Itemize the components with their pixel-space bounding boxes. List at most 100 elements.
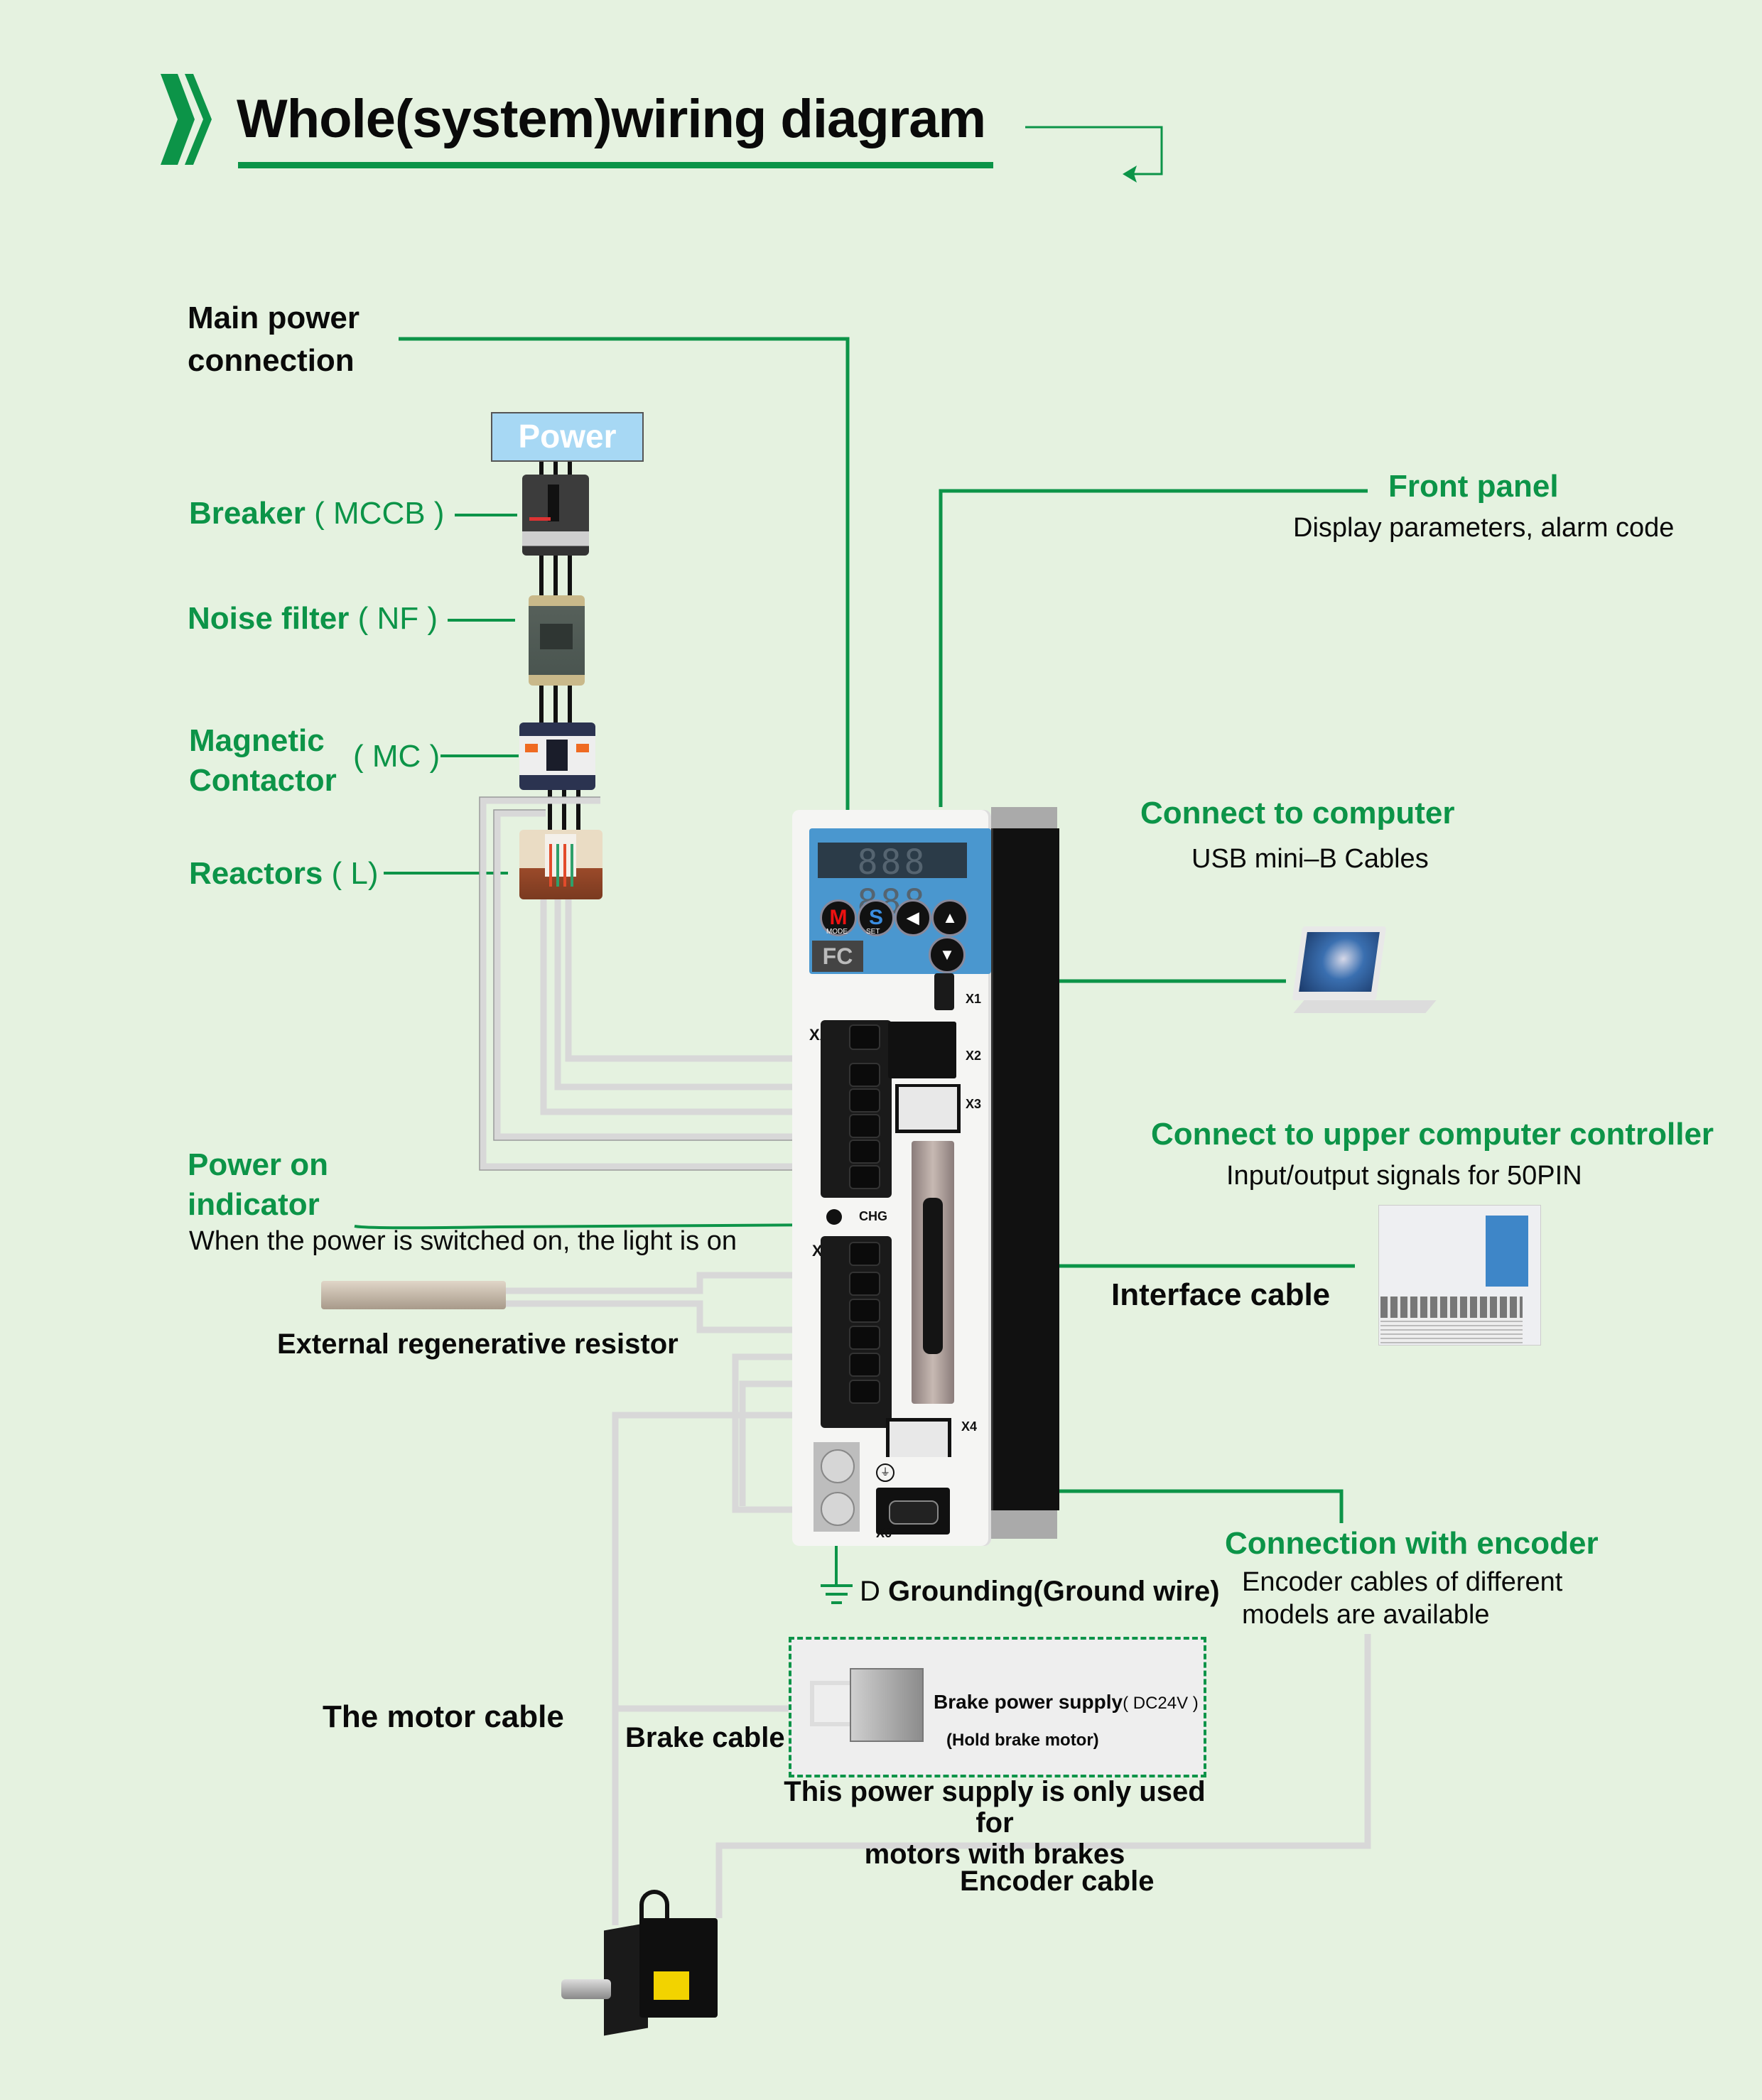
motor-cable-label: The motor cable	[323, 1699, 564, 1734]
set-button-sub: SET	[866, 928, 880, 936]
encoder-desc-line1: Encoder cables of different	[1242, 1567, 1563, 1597]
down-arrow-icon: ▼	[939, 946, 955, 963]
encoder-cable	[715, 1634, 1371, 1918]
front-panel-title: Front panel	[1388, 469, 1559, 504]
brake-note: This power supply is only used for motor…	[782, 1776, 1208, 1870]
noise-filter-name: Noise filter	[188, 601, 350, 636]
laptop-image	[1285, 926, 1437, 1019]
down-arrow-button[interactable]: ▼	[929, 936, 966, 973]
x1-label: X1	[966, 992, 982, 1006]
motor-wires	[612, 1353, 817, 1925]
xb-slot	[849, 1299, 880, 1323]
brake-supply-voltage: ( DC24V )	[1123, 1694, 1199, 1713]
noise-filter-code: ( NF )	[357, 601, 438, 636]
xa-slot	[849, 1114, 880, 1138]
breaker-image	[522, 475, 589, 556]
grounding-label: D Grounding(Ground wire)	[860, 1576, 1220, 1608]
brake-note-line1: This power supply is only used for	[784, 1776, 1206, 1839]
encoder-cable-label: Encoder cable	[960, 1866, 1155, 1897]
front-panel: 888 888 M MODE S SET ◀ ▲ ▼ FC	[809, 828, 991, 974]
noise-filter-image	[529, 595, 585, 686]
heatsink-bottom	[991, 1510, 1057, 1539]
regenerative-resistor-image	[321, 1281, 506, 1309]
x2-port[interactable]	[888, 1022, 956, 1078]
contactor-name-line1: Magnetic	[189, 723, 325, 758]
x1-usb-port[interactable]	[934, 973, 954, 1010]
xa-slot	[849, 1063, 880, 1087]
xb-slot	[849, 1242, 880, 1266]
plc-image	[1378, 1205, 1541, 1346]
interface-cable-label: Interface cable	[1111, 1277, 1331, 1312]
contactor-image	[519, 722, 595, 790]
reactor-image	[519, 830, 602, 899]
page-title: Whole(system)wiring diagram	[237, 89, 986, 149]
brake-connector-bracket	[810, 1681, 850, 1726]
xb-slot	[849, 1380, 880, 1404]
mode-button[interactable]: M	[820, 899, 857, 936]
x6-encoder-port[interactable]	[876, 1488, 950, 1535]
encoder-title: Connection with encoder	[1225, 1526, 1599, 1561]
computer-desc-cable-type: USB mini–B	[1191, 844, 1337, 874]
contactor-name-line2: Contactor	[189, 763, 337, 798]
chg-label: CHG	[859, 1209, 887, 1223]
front-panel-line	[939, 489, 1368, 807]
brake-supply-note: (Hold brake motor)	[946, 1731, 1099, 1750]
xb-connector[interactable]	[821, 1236, 892, 1428]
heatsink-top	[991, 807, 1057, 828]
up-arrow-button[interactable]: ▲	[931, 899, 968, 936]
ground-mark-icon: ⏚	[876, 1463, 894, 1482]
x3-label: X3	[966, 1097, 982, 1111]
grounding-icon	[821, 1535, 853, 1604]
power-on-title-line1: Power on	[188, 1147, 329, 1182]
x2-label: X2	[966, 1049, 982, 1063]
grounding-prefix: D	[860, 1576, 880, 1607]
title-chevron-icon	[161, 74, 225, 165]
xb-slot	[849, 1272, 880, 1296]
main-power-line1: Main power	[188, 301, 360, 335]
x3-port[interactable]	[895, 1084, 961, 1133]
charge-indicator-led	[826, 1209, 842, 1225]
brake-psu-image	[850, 1668, 924, 1742]
brake-supply-name: Brake power supply	[934, 1691, 1123, 1713]
encoder-line	[960, 1489, 1344, 1523]
lcd-display: 888 888	[818, 843, 967, 922]
xb-slot	[849, 1326, 880, 1350]
x4-label: X4	[961, 1419, 978, 1434]
servo-drive: 888 888 M MODE S SET ◀ ▲ ▼ FC X1 XA X2	[792, 807, 1059, 1546]
noise-filter-label: Noise filter ( NF )	[188, 601, 438, 637]
power-on-line	[354, 1223, 831, 1230]
computer-desc-cables: Cables	[1336, 844, 1429, 874]
xa-wires-outline	[479, 796, 811, 1171]
title-return-arrow-icon	[1025, 126, 1163, 183]
set-button[interactable]: S	[858, 899, 894, 936]
xa-slot	[849, 1024, 880, 1050]
servo-motor-image	[561, 1890, 774, 2036]
xa-wires	[480, 797, 811, 1170]
contactor-label: Magnetic Contactor	[189, 721, 337, 801]
ground-terminal[interactable]	[814, 1442, 860, 1532]
breaker-code: ( MCCB )	[314, 496, 445, 531]
set-button-glyph: S	[868, 906, 883, 929]
mode-button-sub: MODE	[826, 928, 848, 936]
left-arrow-button[interactable]: ◀	[894, 899, 931, 936]
reactor-name: Reactors	[189, 856, 323, 891]
mode-button-glyph: M	[829, 906, 848, 929]
main-power-line	[399, 337, 850, 1034]
brand-logo: FC	[812, 941, 863, 972]
contactor-code: ( MC )	[353, 739, 440, 774]
title-underline	[238, 162, 993, 168]
power-on-title-line2: indicator	[188, 1187, 320, 1222]
main-power-line2: connection	[188, 343, 355, 378]
resistor-label: External regenerative resistor	[277, 1328, 679, 1360]
main-power-label: Main power connection	[188, 297, 360, 382]
grounding-text: Grounding(Ground wire)	[888, 1576, 1220, 1607]
upper-controller-title: Connect to upper computer controller	[1151, 1117, 1714, 1152]
xa-slot	[849, 1088, 880, 1113]
io-50pin-port[interactable]	[912, 1141, 954, 1404]
xa-slot	[849, 1140, 880, 1164]
brake-cable-label: Brake cable	[625, 1722, 785, 1753]
x4-port[interactable]	[886, 1418, 951, 1457]
up-arrow-icon: ▲	[942, 909, 958, 926]
encoder-desc-line2: models are available	[1242, 1600, 1490, 1630]
xa-connector[interactable]	[821, 1020, 892, 1198]
